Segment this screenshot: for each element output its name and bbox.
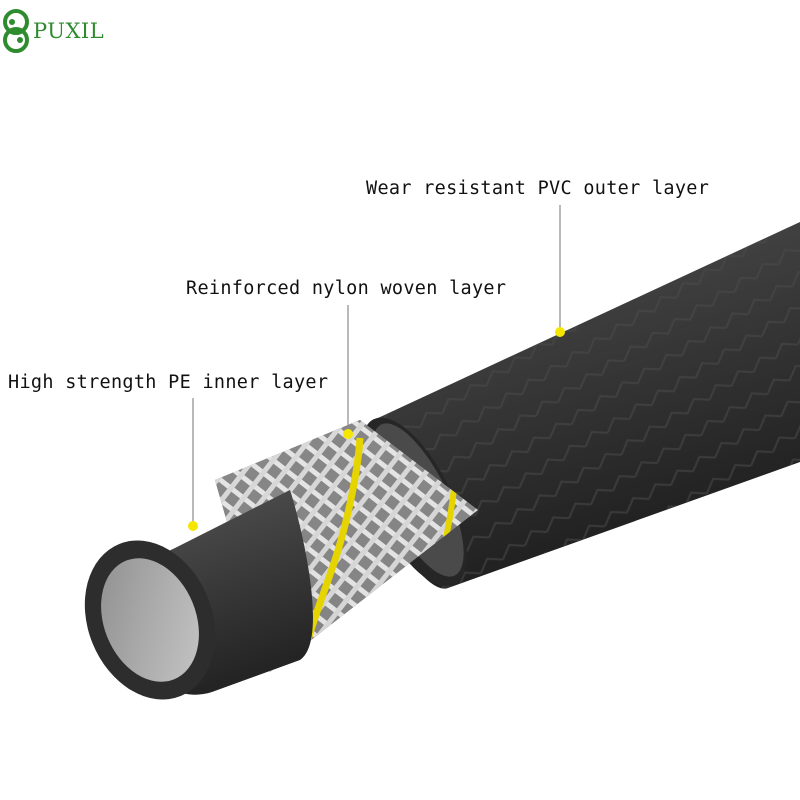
swirl-logo-icon (3, 9, 29, 53)
callout-markers (188, 327, 565, 531)
woven-layer-label: Reinforced nylon woven layer (186, 278, 507, 299)
inner-layer-marker (188, 521, 198, 531)
outer-layer-label: Wear resistant PVC outer layer (366, 178, 710, 199)
pe-inner-layer (84, 490, 313, 700)
brand-logo: PUXIL (2, 4, 104, 58)
woven-layer-marker (343, 429, 353, 439)
leader-lines (192, 205, 561, 524)
inner-layer-label: High strength PE inner layer (8, 372, 329, 393)
outer-layer-marker (555, 327, 565, 337)
brand-name: PUXIL (33, 19, 105, 43)
